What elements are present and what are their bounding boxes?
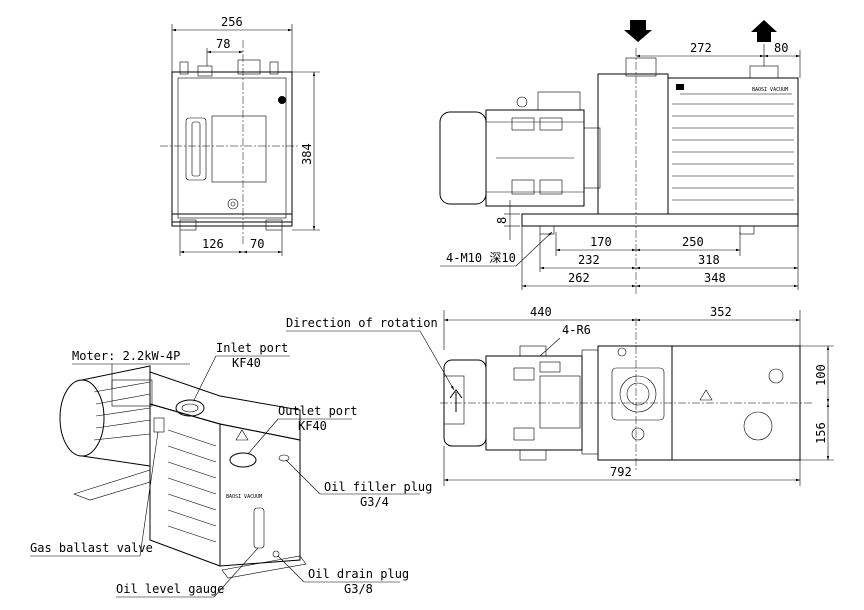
- oil-sight-glass-icon: [191, 121, 201, 177]
- dim-170: 170: [590, 235, 612, 249]
- inlet-arrow-icon: [624, 20, 652, 42]
- dim-top-width: 256: [221, 15, 243, 29]
- terminal-box: [537, 91, 581, 111]
- label-corner-radius: 4-R6: [562, 323, 591, 337]
- dim-352: 352: [710, 305, 732, 319]
- dim-top-offset: 78: [216, 37, 230, 51]
- motor-fan-cover: [439, 111, 487, 205]
- iso-oil-filler-icon: [278, 454, 290, 462]
- dim-mount-hole: 8: [495, 217, 509, 224]
- lifting-eye-icon: [516, 96, 528, 108]
- end-view-body: [171, 71, 293, 223]
- dim-156: 156: [814, 422, 828, 444]
- label-outlet-port: Outlet port: [278, 404, 357, 418]
- dim-272: 272: [690, 41, 712, 55]
- dim-250: 250: [682, 235, 704, 249]
- dim-348: 348: [704, 271, 726, 285]
- rotation-arrow-icon: [449, 389, 463, 412]
- label-oil-filler: Oil filler plug: [324, 480, 432, 494]
- dim-base-right: 70: [250, 237, 264, 251]
- iso-inlet-port: [175, 399, 205, 417]
- iso-oil-drain-icon: [272, 550, 280, 558]
- iso-gas-ballast-icon: [153, 417, 165, 433]
- label-outlet-spec: KF40: [298, 419, 327, 433]
- label-inlet-spec: KF40: [232, 356, 261, 370]
- side-view-dimensions: 272 80 8 170 250 232 318 262 348 4-M10 深…: [440, 41, 801, 290]
- plan-inlet-flange: [611, 367, 665, 421]
- iso-base-right: [221, 555, 307, 579]
- label-oil-drain: Oil drain plug: [308, 567, 409, 581]
- dim-top-height: 384: [300, 143, 314, 165]
- plan-gas-ballast-icon: [768, 368, 784, 384]
- end-view-window: [211, 115, 267, 183]
- end-view: [160, 40, 300, 245]
- iso-pump-front: [219, 423, 301, 567]
- side-view: BAOSI VACUUM: [439, 20, 799, 295]
- iso-cooling-fins: [167, 429, 217, 543]
- outlet-flange: [749, 65, 779, 79]
- isometric-view: BAOSI VACUUM: [59, 365, 307, 579]
- iso-motor: [81, 365, 151, 467]
- label-motor: Moter: 2.2kW-4P: [72, 349, 180, 363]
- pump-block: [667, 77, 799, 215]
- dim-232: 232: [578, 253, 600, 267]
- warning-icon: [699, 389, 713, 401]
- cooling-fins: [672, 103, 794, 201]
- label-gas-ballast: Gas ballast valve: [30, 541, 153, 555]
- iso-outlet-port: [229, 452, 257, 468]
- label-oil-level: Oil level gauge: [116, 582, 224, 596]
- label-inlet-port: Inlet port: [216, 341, 288, 355]
- plan-view: [440, 318, 812, 470]
- iso-oil-level-gauge: [253, 507, 265, 549]
- label-oil-filler-spec: G3/4: [360, 495, 389, 509]
- dim-792: 792: [610, 465, 632, 479]
- label-mount-bolts: 4-M10 深10: [446, 251, 516, 265]
- dim-100: 100: [814, 364, 828, 386]
- dim-318: 318: [698, 253, 720, 267]
- dim-80: 80: [774, 41, 788, 55]
- iso-brand-plate: BAOSI VACUUM: [226, 494, 262, 500]
- isometric-callouts: Moter: 2.2kW-4P Inlet port KF40 Outlet p…: [30, 341, 432, 598]
- end-view-dimensions: 256 78 384 126 70: [171, 15, 320, 256]
- iso-pump-side: [149, 403, 221, 567]
- base-frame: [521, 213, 799, 227]
- dim-base-left: 126: [202, 237, 224, 251]
- dim-262: 262: [568, 271, 590, 285]
- plan-view-dimensions: 440 352 792 100 156 4-R6 Direction of ro…: [286, 305, 834, 486]
- pump-housing: [597, 73, 669, 215]
- label-oil-drain-spec: G3/8: [344, 582, 373, 596]
- iso-terminal-box: [111, 379, 153, 407]
- brand-plate: BAOSI VACUUM: [752, 87, 788, 93]
- dim-440: 440: [530, 305, 552, 319]
- inlet-flange: [625, 57, 657, 77]
- outlet-arrow-icon: [751, 20, 777, 42]
- label-rotation: Direction of rotation: [286, 316, 438, 330]
- iso-base-left: [73, 469, 151, 501]
- plan-oil-filler-icon: [743, 411, 773, 441]
